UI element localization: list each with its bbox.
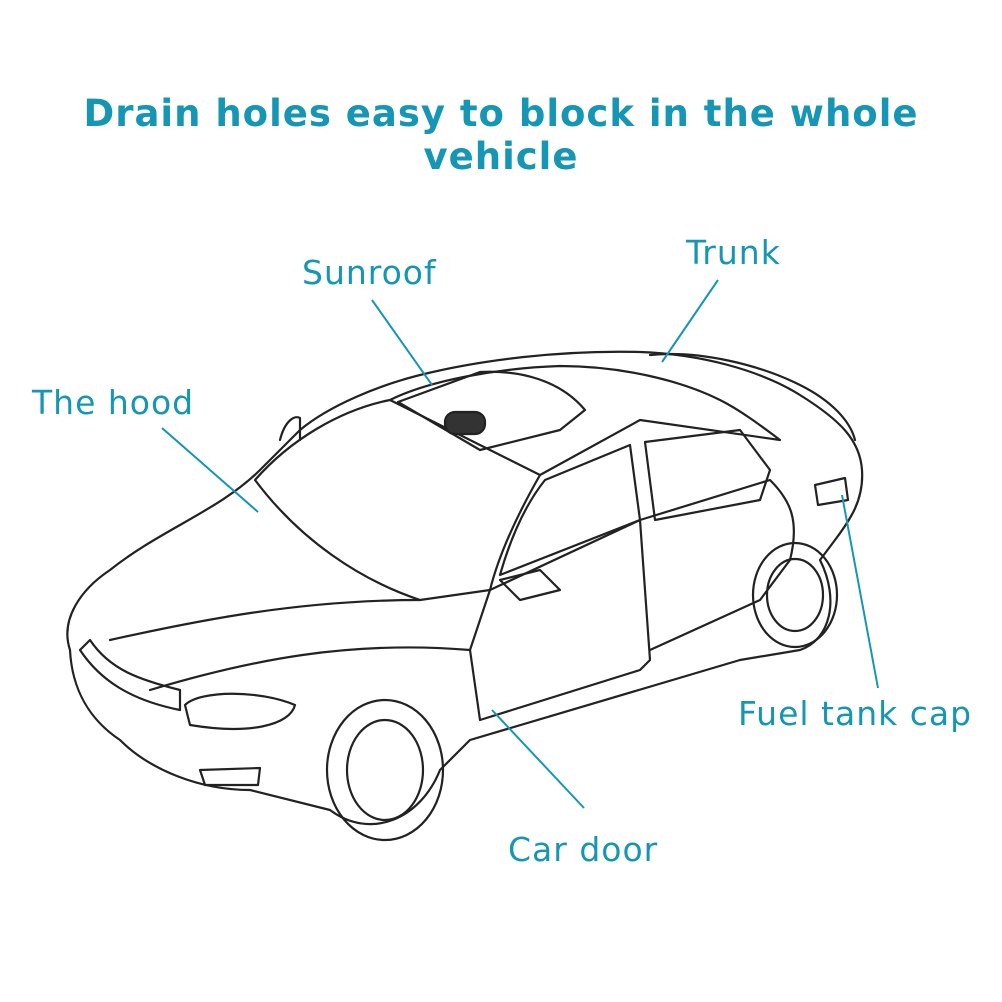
label-trunk: Trunk [686,233,781,272]
front-wheel [325,698,445,842]
label-fuel-tank-cap: Fuel tank cap [738,694,973,733]
front-door [468,518,652,722]
fuel-cap-leader [841,494,879,689]
label-hood: The hood [32,383,195,422]
car-body-outline [66,350,864,826]
side-mirror [498,568,562,602]
windshield [253,398,542,602]
trunk-leader [661,279,719,363]
label-sunroof: Sunroof [302,253,437,292]
sunroof [396,370,587,452]
fuel-tank-cap [813,476,850,507]
hood-leader [161,427,259,513]
sunroof-drain [443,410,487,436]
label-car-door: Car door [508,830,659,869]
front-door-window [498,443,642,577]
diagram-title: Drain holes easy to block in the whole v… [83,92,919,178]
headlight [183,692,297,731]
trunk-lid [648,352,857,442]
door-leader [491,709,585,809]
rear-wheel [751,541,839,649]
rear-door-window [643,428,772,522]
sunroof-leader [371,299,433,386]
roof [388,364,782,477]
grille [78,638,182,712]
